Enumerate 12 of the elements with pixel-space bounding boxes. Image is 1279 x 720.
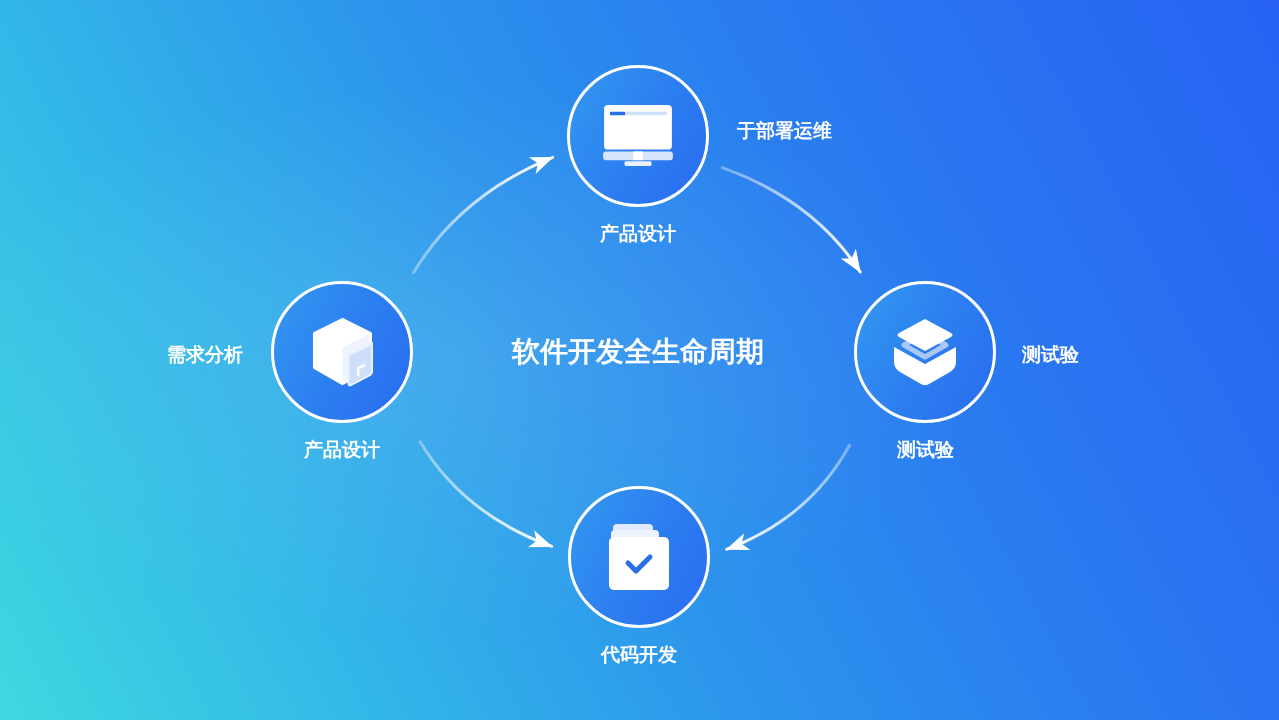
node-label: 代码开发 [601,643,677,665]
arrow [720,166,862,274]
arrow [725,443,851,551]
node-label: 产品设计 [304,438,380,460]
node-label: 测试验 [896,438,954,460]
arrow [418,440,554,548]
node-label: 产品设计 [600,222,676,244]
arrow [412,155,555,274]
node-caption: 需求分析 [167,343,243,365]
diagram-title: 软件开发全生命周期 [512,335,764,369]
node-caption: 测试验 [1021,343,1079,365]
node-caption: 于部署运维 [736,119,832,141]
